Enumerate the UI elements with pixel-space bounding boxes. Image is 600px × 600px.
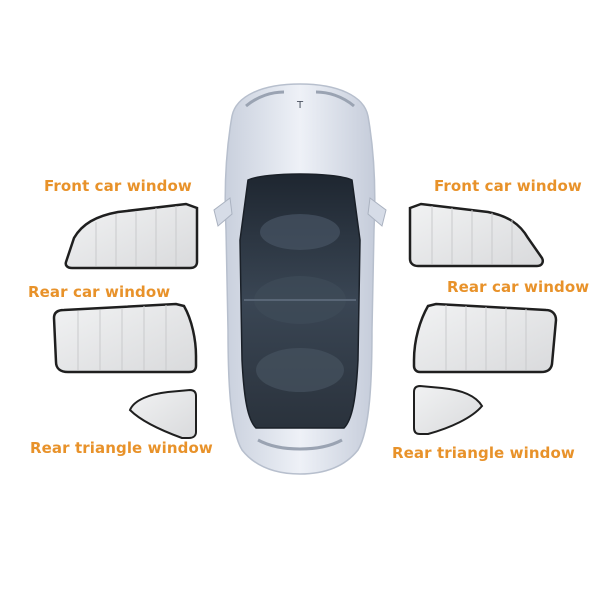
triangle-right-label: Rear triangle window <box>392 444 575 462</box>
triangle-right-window-shade <box>413 384 484 435</box>
car-top-view-image: T <box>213 83 387 475</box>
triangle-left-window-shade <box>128 388 197 439</box>
triangle-left-label: Rear triangle window <box>30 439 213 457</box>
front-left-window-shade <box>64 202 199 270</box>
rear-left-label: Rear car window <box>28 283 171 301</box>
rear-right-window-shade <box>412 302 558 374</box>
svg-text:T: T <box>296 100 304 111</box>
front-right-label: Front car window <box>434 177 582 195</box>
front-right-window-shade <box>408 202 545 268</box>
rear-left-window-shade <box>52 302 198 374</box>
rear-right-label: Rear car window <box>447 278 590 296</box>
front-left-label: Front car window <box>44 177 192 195</box>
